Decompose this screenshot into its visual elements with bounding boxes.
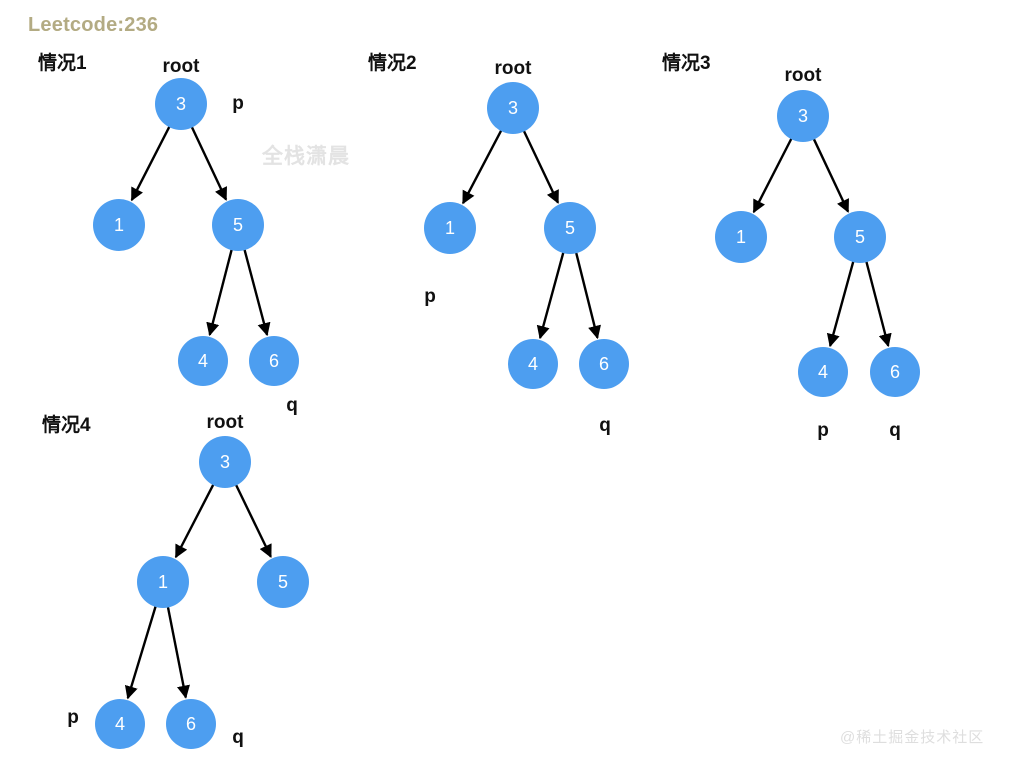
tree-node[interactable]: 5: [257, 556, 309, 608]
pq-marker-label: p: [67, 707, 79, 728]
tree-edge: [124, 601, 159, 700]
tree-edge: [130, 121, 173, 202]
tree-node[interactable]: 4: [508, 339, 558, 389]
pq-marker-label: q: [889, 420, 901, 441]
pq-marker-label: q: [286, 395, 298, 416]
tree-node[interactable]: 3: [199, 436, 251, 488]
root-label: root: [494, 58, 532, 79]
watermark-center: 全栈潇晨: [262, 145, 350, 168]
pq-marker-label: p: [424, 286, 436, 307]
tree-node[interactable]: 1: [715, 211, 767, 263]
tree-edge: [573, 247, 601, 340]
root-label: root: [784, 65, 822, 86]
tree-node[interactable]: 1: [93, 199, 145, 251]
pq-marker-label: q: [599, 415, 611, 436]
case-label: 情况3: [662, 53, 711, 74]
tree-edge: [752, 133, 795, 214]
tree-node[interactable]: 4: [95, 699, 145, 749]
tree-node[interactable]: 3: [155, 78, 207, 130]
tree-node[interactable]: 6: [249, 336, 299, 386]
tree-node[interactable]: 3: [487, 82, 539, 134]
watermark-corner: @稀土掘金技术社区: [840, 729, 985, 746]
tree-node[interactable]: 1: [424, 202, 476, 254]
tree-node[interactable]: 6: [579, 339, 629, 389]
case-label: 情况1: [38, 53, 87, 74]
tree-node[interactable]: 5: [212, 199, 264, 251]
tree-edge: [232, 480, 272, 558]
root-label: root: [206, 412, 244, 433]
tree-edge: [165, 602, 190, 699]
tree-node[interactable]: 6: [166, 699, 216, 749]
tree-node[interactable]: 4: [798, 347, 848, 397]
tree-edge: [206, 244, 234, 337]
tree-edge: [520, 126, 560, 204]
tree-node[interactable]: 1: [137, 556, 189, 608]
tree-node[interactable]: 5: [834, 211, 886, 263]
tree-edge: [188, 122, 228, 201]
root-label: root: [162, 56, 200, 77]
tree-node[interactable]: 4: [178, 336, 228, 386]
case-label: 情况2: [368, 53, 417, 74]
tree-node[interactable]: 5: [544, 202, 596, 254]
tree-edge: [461, 125, 505, 205]
pq-marker-label: p: [817, 420, 829, 441]
tree-edge: [174, 479, 217, 559]
tree-edge: [810, 134, 850, 213]
tree-edge: [536, 247, 566, 340]
tree-edge: [242, 244, 271, 337]
case-label: 情况4: [42, 415, 91, 436]
page-title: Leetcode:236: [28, 14, 159, 36]
pq-marker-label: p: [232, 93, 244, 114]
tree-node[interactable]: 6: [870, 347, 920, 397]
tree-node[interactable]: 3: [777, 90, 829, 142]
tree-edge: [864, 256, 892, 348]
tree-edge: [826, 256, 856, 348]
pq-marker-label: q: [232, 727, 244, 748]
